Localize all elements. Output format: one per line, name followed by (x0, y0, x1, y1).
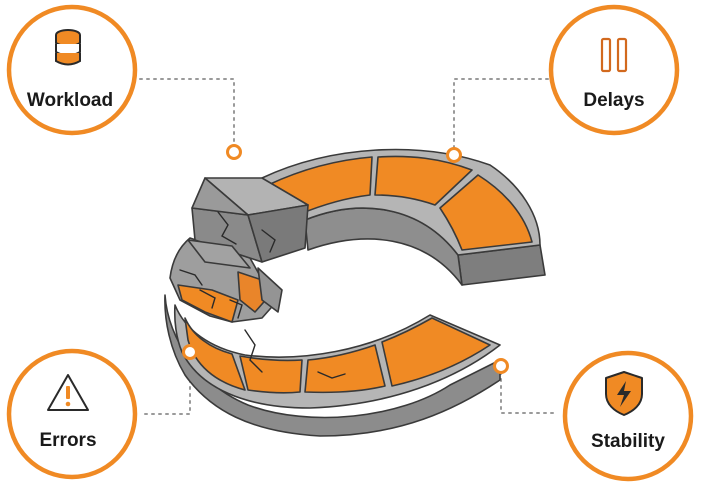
dot-delays (446, 147, 462, 163)
badge-delays: Delays (548, 4, 680, 136)
dot-errors (182, 344, 198, 360)
connector-lines (139, 78, 556, 415)
stability-label: Stability (591, 431, 665, 452)
workload-label: Workload (27, 90, 113, 111)
broken-block-left (191, 177, 249, 216)
connector-errors (144, 357, 191, 415)
delays-label: Delays (583, 90, 644, 111)
left-tile-1 (177, 284, 239, 323)
badge-errors: Errors (6, 348, 138, 480)
badge-stability: Stability (562, 350, 694, 482)
segmented-c-ring (164, 148, 546, 437)
broken-block-side (247, 204, 309, 263)
c-outer-wall (164, 294, 501, 437)
top-tile-2 (374, 155, 473, 206)
cracks (179, 211, 346, 379)
connector-dots (182, 144, 509, 374)
badge-workload: Workload (6, 4, 138, 136)
bottom-tile-2 (239, 355, 303, 394)
top-tile-3 (439, 174, 533, 251)
warning-triangle-icon (47, 374, 89, 411)
connector-stability (500, 372, 554, 414)
bottom-tile-3 (304, 344, 386, 394)
small-block-1 (187, 239, 251, 269)
connector-delays (453, 78, 556, 149)
connector-workload (139, 78, 235, 146)
small-block-2 (257, 267, 283, 313)
bottom-tile-4 (381, 317, 491, 387)
dot-workload (226, 144, 242, 160)
dot-stability (493, 358, 509, 374)
database-stack-icon (55, 29, 81, 66)
pause-icon (600, 37, 628, 73)
shield-lightning-icon (605, 371, 643, 416)
errors-label: Errors (39, 430, 96, 451)
